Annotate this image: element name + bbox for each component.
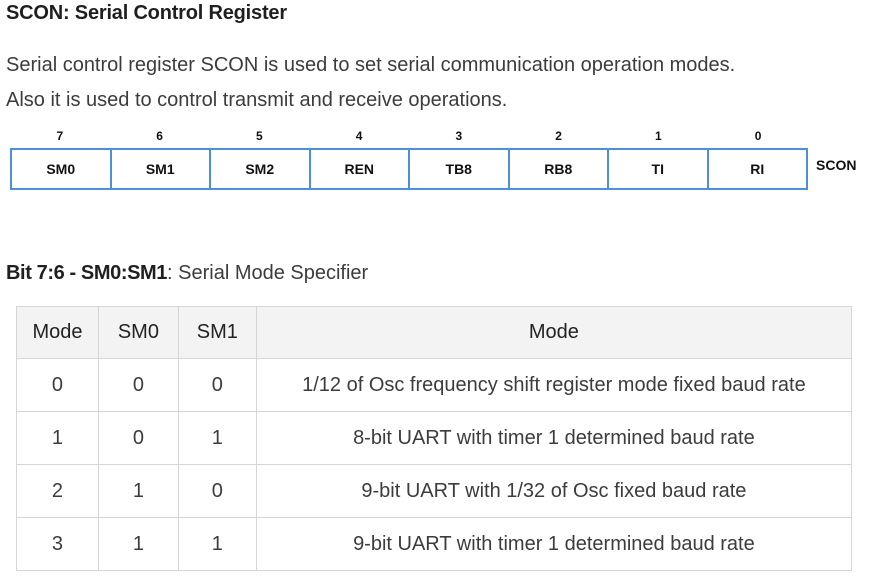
bit-number: 7 [56,129,64,143]
register-bit-sm2: SM2 [211,150,311,188]
header-mode: Mode [16,306,99,359]
cell-mode: 2 [16,464,99,518]
register-bit-ri: RI [750,161,765,177]
register-name-label: SCON [816,157,857,173]
register-bit-rb8: RB8 [510,150,609,188]
bit-number: 1 [655,129,662,143]
cell-mode: 1 [16,411,99,465]
table-row: 2 1 0 9-bit UART with 1/32 of Osc fixed … [16,464,853,518]
register-bit-ti: TI [609,150,709,188]
cell-description: 9-bit UART with timer 1 determined baud … [255,517,853,571]
bit-number: 6 [156,129,163,143]
table-row: 0 0 0 1/12 of Osc frequency shift regist… [16,358,853,412]
bit-number: 3 [455,129,463,143]
cell-description: 1/12 of Osc frequency shift register mod… [255,358,853,412]
cell-mode: 0 [16,358,99,412]
header-sm1: SM1 [177,306,257,359]
cell-sm1: 1 [177,517,257,571]
bit-number: 4 [355,129,363,143]
register-diagram: SM0 SM1 SM2 REN TB8 RB8 TI RI [10,148,808,190]
cell-description: 8-bit UART with timer 1 determined baud … [255,411,853,465]
cell-description: 9-bit UART with 1/32 of Osc fixed baud r… [255,464,853,518]
description-paragraph: Serial control register SCON is used to … [6,48,866,118]
table-row: 1 0 1 8-bit UART with timer 1 determined… [16,411,853,465]
page-title: SCON: Serial Control Register [6,2,287,24]
table-header-row: Mode SM0 SM1 Mode [16,306,853,359]
bit-number: 5 [256,129,263,143]
header-sm0: SM0 [97,306,179,359]
cell-sm1: 1 [177,411,257,465]
register-bit-sm1: SM1 [112,150,211,188]
cell-sm1: 0 [177,464,257,518]
header-mode-description: Mode [255,306,853,359]
cell-sm0: 0 [97,358,179,412]
bit-section-label: Bit 7:6 - SM0:SM1 [6,262,168,284]
cell-sm1: 0 [177,358,257,412]
mode-table: Mode SM0 SM1 Mode 0 0 0 1/12 of Osc freq… [16,306,853,571]
cell-sm0: 1 [97,464,179,518]
cell-sm0: 0 [97,411,179,465]
register-bit-ren: REN [311,150,410,188]
table-row: 3 1 1 9-bit UART with timer 1 determined… [16,517,853,571]
bit-number: 2 [555,129,562,143]
cell-sm0: 1 [97,517,179,571]
register-bit-tb8: TB8 [410,150,510,188]
description-line: Also it is used to control transmit and … [6,89,508,111]
bit-number-row: 7 6 5 4 3 2 1 0 [10,129,808,145]
bit-section-heading: Bit 7:6 - SM0:SM1: Serial Mode Specifier [6,262,368,285]
bit-number: 0 [754,129,762,143]
description-line: Serial control register SCON is used to … [6,54,736,76]
cell-mode: 3 [16,517,99,571]
register-bit-sm0: SM0 [12,150,112,188]
bit-section-description: : Serial Mode Specifier [167,262,369,284]
